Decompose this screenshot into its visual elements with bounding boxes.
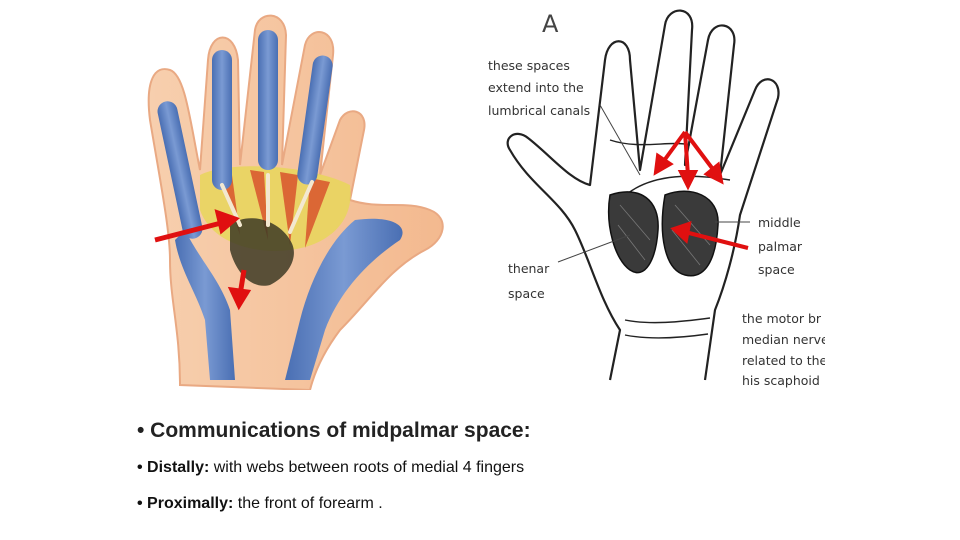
label-spaces-line2: extend into the: [488, 80, 584, 95]
diagram-letter: A: [542, 10, 559, 38]
hand-synovial-sheaths-illustration: [147, 14, 444, 390]
digital-synovial-sheaths: [157, 30, 403, 380]
label-motor-line1: the motor br: [742, 311, 822, 326]
red-arrows-left: [154, 209, 252, 311]
palmar-spaces-line-drawing: A these spaces extend into: [488, 9, 825, 388]
red-arrows-right: [653, 130, 749, 250]
label-motor-line3: related to the: [742, 353, 825, 368]
proximally-text: the front of forearm .: [233, 495, 383, 512]
distally-label: • Distally:: [137, 459, 210, 476]
label-middle-line2: palmar: [758, 239, 803, 254]
thenar-space: [607, 191, 659, 274]
distally-text: with webs between roots of medial 4 fing…: [209, 459, 525, 476]
heading-communications: • Communications of midpalmar space:: [137, 419, 531, 442]
label-middle-line1: middle: [758, 215, 801, 230]
hand-outline: [506, 9, 780, 381]
proximally-label: • Proximally:: [137, 495, 234, 512]
label-thenar-line1: thenar: [508, 261, 550, 276]
label-motor-line4: his scaphoid: [742, 373, 820, 388]
midpalmar-space-shading: [230, 218, 294, 286]
leader-lines: [557, 104, 750, 263]
label-motor-line2: median nerve: [742, 332, 825, 347]
label-spaces-line3: lumbrical canals: [488, 103, 590, 118]
label-middle-line3: space: [758, 262, 795, 277]
bullet-proximally: • Proximally: the front of forearm .: [137, 495, 383, 513]
bullet-distally: • Distally: with webs between roots of m…: [137, 459, 524, 477]
label-thenar-line2: space: [508, 286, 545, 301]
label-spaces-line1: these spaces: [488, 58, 570, 73]
